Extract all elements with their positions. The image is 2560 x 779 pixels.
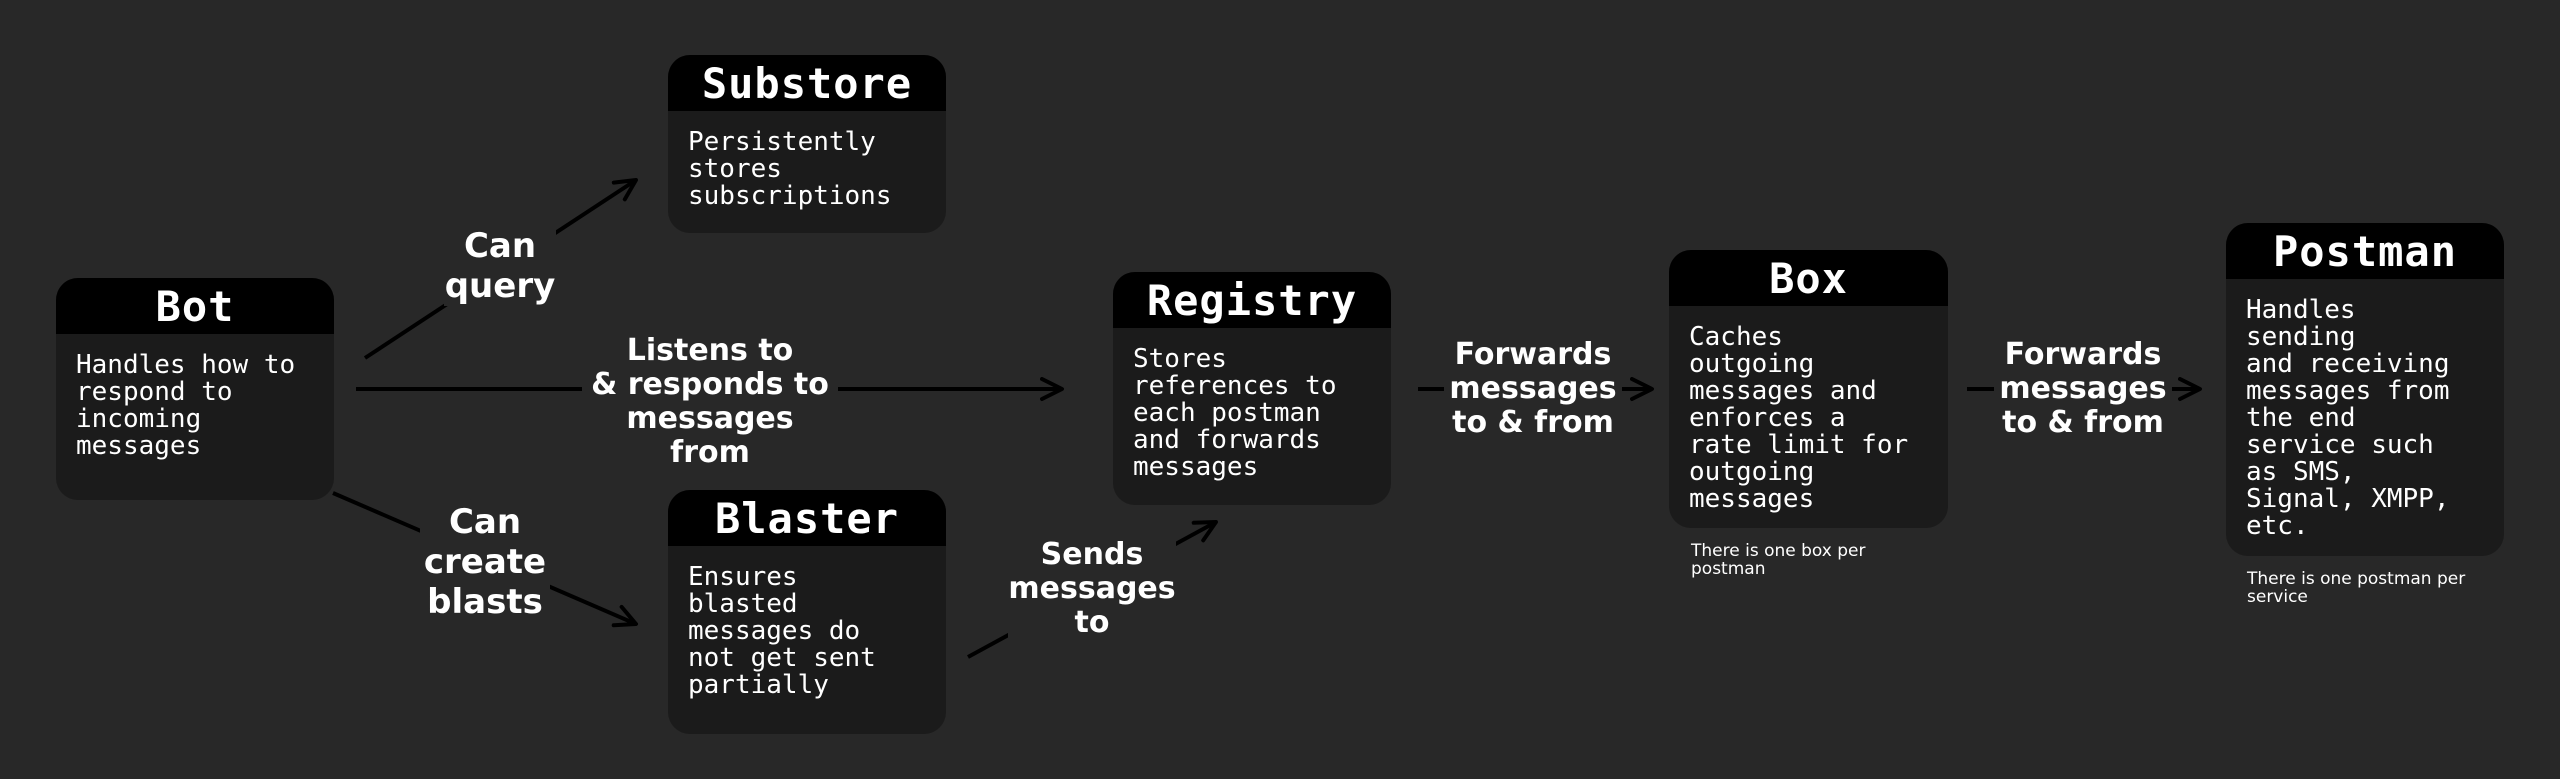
node-box-description: Caches outgoing messages and enforces a …	[1689, 322, 1909, 514]
node-registry: Registry Stores references to each postm…	[1113, 272, 1391, 505]
edge-label-registry-box: Forwards messages to & from	[1444, 338, 1622, 440]
edge-label-listens-responds: Listens to & responds to messages from	[582, 334, 838, 470]
node-box-title: Box	[1669, 250, 1948, 306]
node-bot-title: Bot	[56, 278, 334, 334]
node-blaster: Blaster Ensures blasted messages do not …	[668, 490, 946, 734]
node-substore-title: Substore	[668, 55, 946, 111]
note-box: There is one box per postman	[1691, 541, 1866, 579]
node-substore: Substore Persistently stores subscriptio…	[668, 55, 946, 233]
edge-label-sends-messages: Sends messages to	[1008, 537, 1176, 640]
edge-label-can-create-blasts: Can create blasts	[420, 502, 550, 622]
node-blaster-title: Blaster	[668, 490, 946, 546]
edge-label-box-postman: Forwards messages to & from	[1994, 338, 2172, 440]
node-bot: Bot Handles how to respond to incoming m…	[56, 278, 334, 500]
node-postman: Postman Handles sending and receiving me…	[2226, 223, 2504, 556]
node-registry-description: Stores references to each postman and fo…	[1133, 344, 1337, 482]
node-registry-title: Registry	[1113, 272, 1391, 328]
node-box: Box Caches outgoing messages and enforce…	[1669, 250, 1948, 528]
node-substore-description: Persistently stores subscriptions	[688, 127, 892, 211]
node-bot-description: Handles how to respond to incoming messa…	[76, 350, 296, 461]
note-postman: There is one postman per service	[2247, 569, 2466, 607]
edge-label-can-query: Can query	[444, 226, 556, 306]
node-postman-title: Postman	[2226, 223, 2504, 279]
node-postman-description: Handles sending and receiving messages f…	[2246, 295, 2450, 541]
node-blaster-description: Ensures blasted messages do not get sent…	[688, 562, 876, 700]
